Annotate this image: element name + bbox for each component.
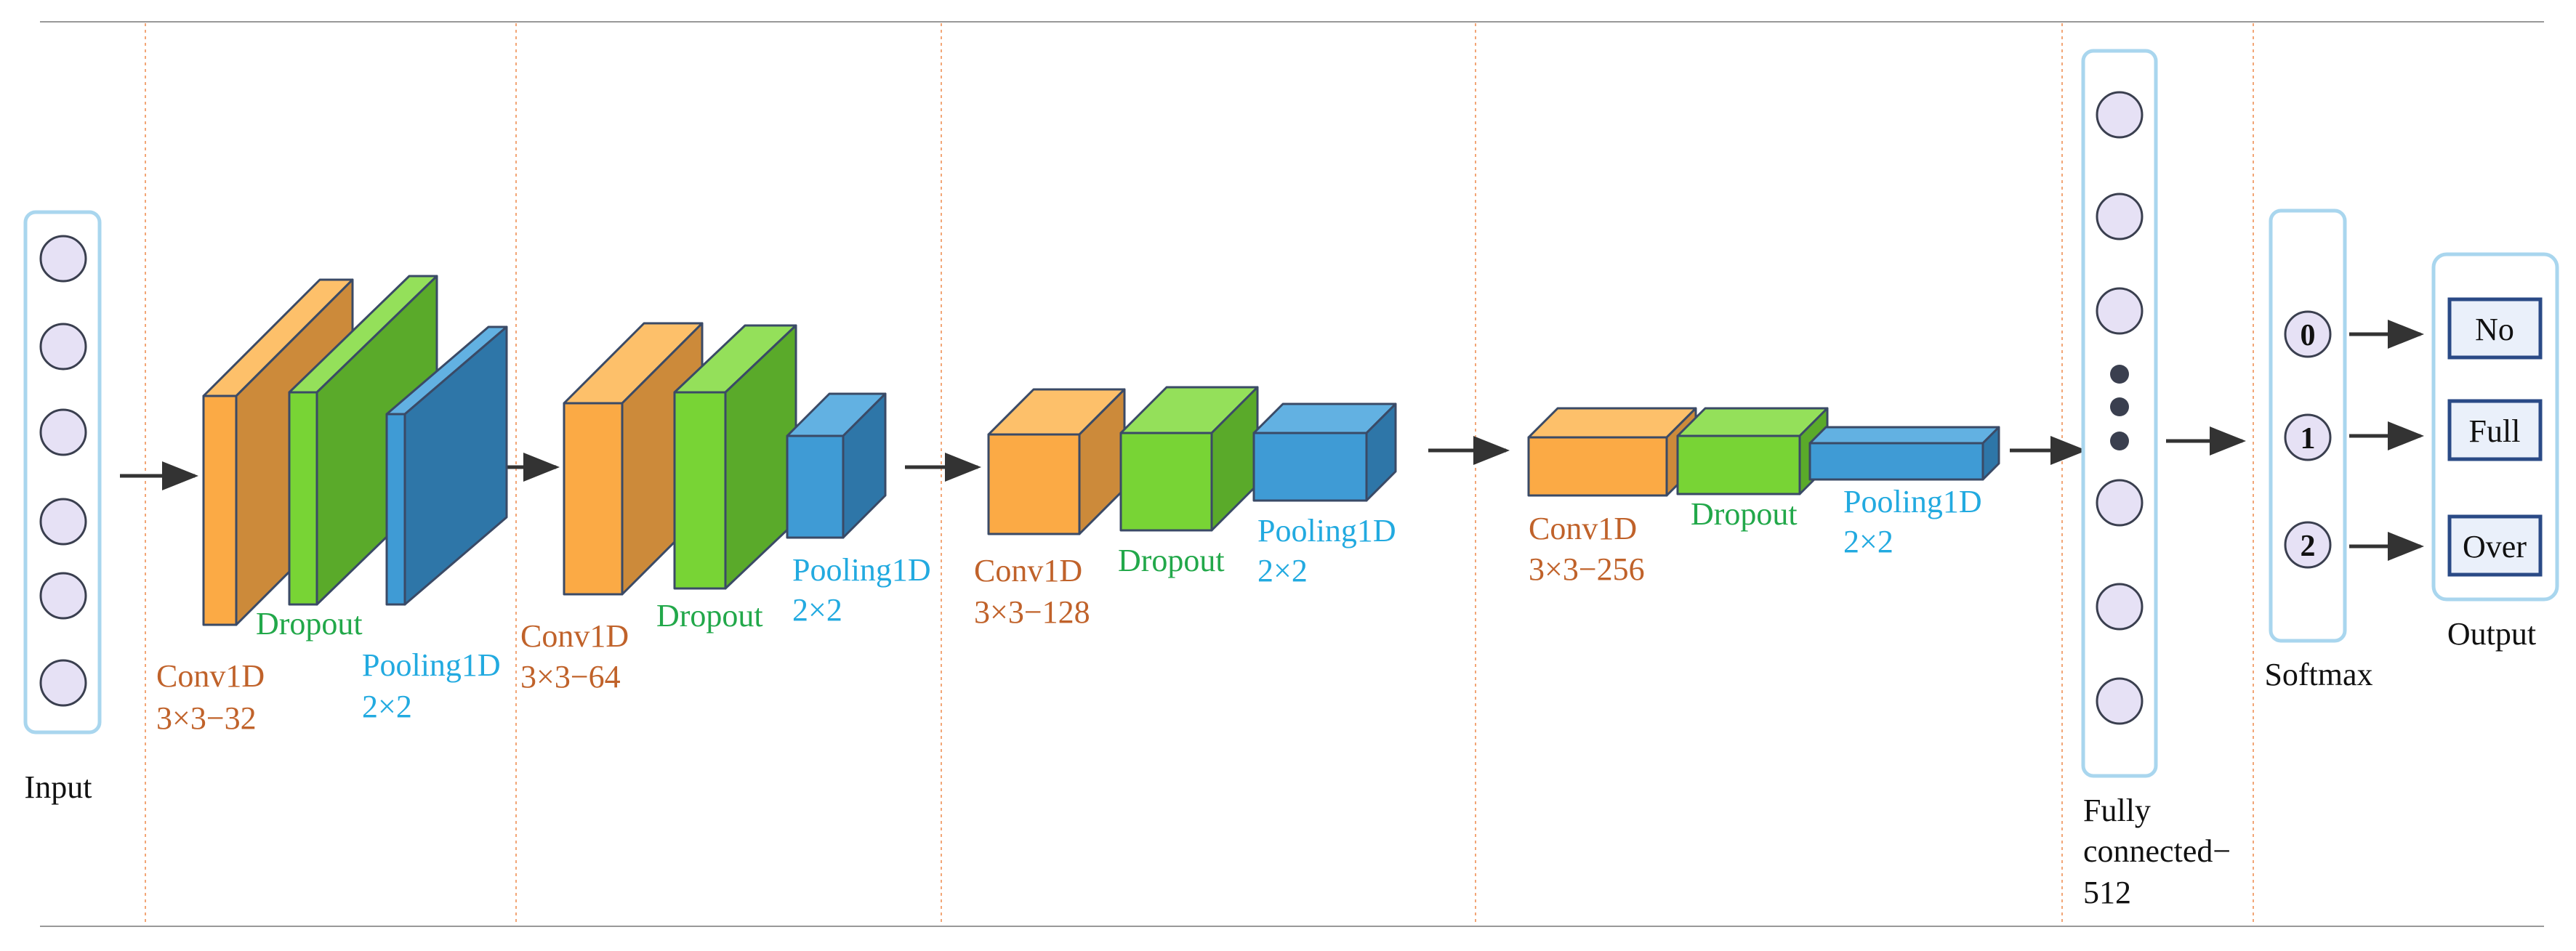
fc-node: [2096, 479, 2144, 527]
output-class-label: No: [2475, 312, 2514, 347]
softmax-node-1: 1: [2284, 413, 2332, 461]
block4-conv-name: Conv1D: [1529, 511, 1637, 546]
input-node: [39, 323, 87, 371]
block4-conv-cuboid: [1527, 407, 1697, 497]
block1-pool-name: Pooling1D: [362, 647, 501, 683]
block4: Conv1D 3×3−256 Dropout Pooling1D 2×2: [1527, 407, 2000, 587]
input-node: [39, 498, 87, 546]
block2-pool-cuboid: [786, 392, 887, 539]
block1-dropout-cuboid: [288, 275, 438, 606]
fc-node: [2096, 287, 2144, 335]
cuboid-front-face: [1252, 432, 1368, 502]
block3-dropout-name: Dropout: [1118, 543, 1225, 578]
softmax-node-0: 0: [2284, 310, 2332, 358]
block3-dropout-cuboid: [1119, 386, 1259, 532]
block2-dropout-name: Dropout: [656, 598, 763, 634]
cuboid-front-face: [1119, 432, 1213, 532]
cuboid-front-face: [202, 394, 238, 626]
block2-dropout-cuboid: [673, 324, 797, 590]
input-node: [39, 408, 87, 456]
block4-conv-size: 3×3−256: [1529, 551, 1645, 587]
fc-ellipsis-dot: [2110, 397, 2129, 416]
block1-conv-size: 3×3−32: [156, 700, 257, 736]
output-class-over: Over: [2447, 514, 2543, 577]
cuboid-front-face: [288, 391, 318, 606]
fc-node: [2096, 193, 2144, 240]
block2-conv-size: 3×3−64: [520, 659, 621, 695]
fc-node: [2096, 91, 2144, 139]
softmax-node-2: 2: [2284, 521, 2332, 569]
input-layer: Input: [23, 210, 102, 805]
block3-conv-name: Conv1D: [974, 553, 1082, 588]
softmax-node-label: 0: [2301, 319, 2316, 352]
block2: Conv1D 3×3−64 Dropout Pooling1D 2×2: [520, 322, 931, 695]
block1-pool-cuboid: [385, 325, 508, 606]
output-layer: No Full Over Output: [2431, 252, 2559, 652]
output-class-label: Full: [2469, 413, 2521, 449]
block3-pool-size: 2×2: [1257, 553, 1308, 588]
input-node: [39, 659, 87, 707]
fc-ellipsis-dot: [2110, 432, 2129, 450]
softmax-node-label: 1: [2301, 422, 2316, 456]
cuboid-front-face: [987, 433, 1081, 535]
block1-conv-name: Conv1D: [156, 658, 265, 694]
block4-dropout-name: Dropout: [1691, 496, 1798, 532]
fc-label-line1: Fully: [2083, 793, 2151, 828]
input-node: [39, 235, 87, 283]
block4-pool-cuboid: [1808, 426, 2000, 481]
input-label: Input: [25, 769, 92, 805]
softmax-label: Softmax: [2264, 657, 2372, 692]
fc-node: [2096, 583, 2144, 631]
block3: Conv1D 3×3−128 Dropout Pooling1D 2×2: [974, 386, 1397, 630]
fc-node: [2096, 677, 2144, 725]
block3-pool-cuboid: [1252, 402, 1397, 502]
cuboid-front-face: [385, 413, 406, 606]
cuboid-front-face: [1676, 434, 1801, 495]
block4-pool-name: Pooling1D: [1843, 484, 1982, 519]
block1-dropout-name: Dropout: [256, 606, 363, 642]
block4-dropout-cuboid: [1676, 407, 1829, 495]
fully-connected-layer: Fully connected− 512: [2081, 49, 2231, 910]
output-class-no: No: [2447, 297, 2543, 360]
cuboid-front-face: [1808, 442, 1984, 481]
cuboid-front-face: [786, 434, 845, 539]
block3-conv-size: 3×3−128: [974, 594, 1090, 630]
output-class-full: Full: [2447, 399, 2543, 461]
cuboid-front-face: [563, 402, 624, 596]
softmax-layer: 0 1 2 Softmax: [2264, 209, 2373, 692]
block1: Conv1D 3×3−32 Dropout Pooling1D 2×2: [156, 275, 508, 736]
input-panel: [23, 210, 102, 735]
cuboid-top-face: [1808, 426, 2000, 445]
cuboid-front-face: [1527, 436, 1668, 497]
fc-label-line3: 512: [2083, 875, 2131, 910]
block3-conv-cuboid: [987, 388, 1126, 535]
block1-pool-size: 2×2: [362, 689, 412, 724]
fc-label-line2: connected−: [2083, 833, 2231, 869]
block4-pool-size: 2×2: [1843, 524, 1893, 559]
block2-conv-name: Conv1D: [520, 618, 629, 654]
output-class-label: Over: [2463, 529, 2527, 564]
input-node: [39, 572, 87, 620]
block2-pool-size: 2×2: [792, 592, 842, 628]
block2-pool-name: Pooling1D: [792, 552, 931, 588]
output-label: Output: [2447, 616, 2536, 652]
cuboid-front-face: [673, 391, 727, 590]
softmax-node-label: 2: [2301, 530, 2316, 563]
fc-ellipsis-dot: [2110, 365, 2129, 384]
block3-pool-name: Pooling1D: [1257, 513, 1396, 549]
